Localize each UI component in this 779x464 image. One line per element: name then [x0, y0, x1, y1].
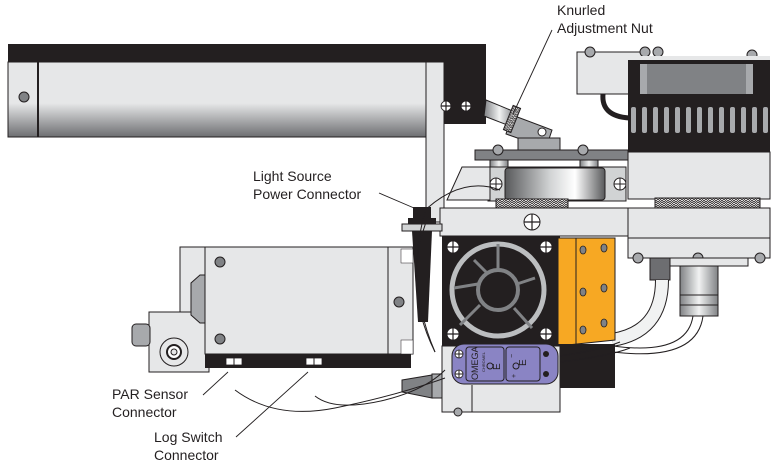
- svg-text:Connector: Connector: [112, 404, 177, 420]
- wires: [234, 185, 631, 412]
- type-letter-right: E: [518, 359, 529, 366]
- svg-text:Light Source: Light Source: [253, 168, 332, 184]
- callout-lines: [202, 29, 553, 438]
- knurled-nut-leader: [512, 29, 553, 115]
- svg-text:Knurled: Knurled: [557, 2, 605, 18]
- heatsink-assembly: [576, 46, 771, 355]
- actuator-tube: [7, 44, 486, 223]
- omega-thermocouple-plug: OMEGA CHROMEL E E − +: [451, 343, 559, 385]
- fan-block: [442, 236, 560, 346]
- adjustment-rod: [483, 99, 561, 155]
- light-source-leader: [378, 192, 415, 209]
- heatsink-fins: [631, 107, 768, 133]
- bnc-connector: [159, 337, 189, 367]
- fan-icon: [449, 241, 547, 339]
- type-letter-left: E: [492, 363, 503, 370]
- lamp-housing: [439, 144, 631, 237]
- svg-text:PAR Sensor: PAR Sensor: [112, 386, 188, 402]
- label-knurled-nut: Knurled Adjustment Nut: [557, 2, 653, 36]
- svg-text:Log Switch: Log Switch: [154, 429, 222, 445]
- tube-screw: [18, 91, 30, 103]
- omega-brand-text: OMEGA: [470, 346, 480, 380]
- label-par-sensor: PAR Sensor Connector: [112, 386, 188, 420]
- svg-text:Adjustment Nut: Adjustment Nut: [557, 20, 653, 36]
- label-light-source-power: Light Source Power Connector: [253, 168, 362, 202]
- label-log-switch: Log Switch Connector: [154, 429, 222, 463]
- chromel-text: CHROMEL: [481, 351, 486, 372]
- polarity-minus: −: [509, 354, 516, 358]
- motor-housing: [131, 246, 414, 373]
- par-sensor-leader: [202, 371, 229, 396]
- svg-text:Connector: Connector: [154, 447, 219, 463]
- polarity-plus: +: [511, 374, 518, 378]
- log-switch-leader: [235, 371, 309, 438]
- svg-text:Power Connector: Power Connector: [253, 186, 362, 202]
- knurled-nut: [502, 104, 522, 134]
